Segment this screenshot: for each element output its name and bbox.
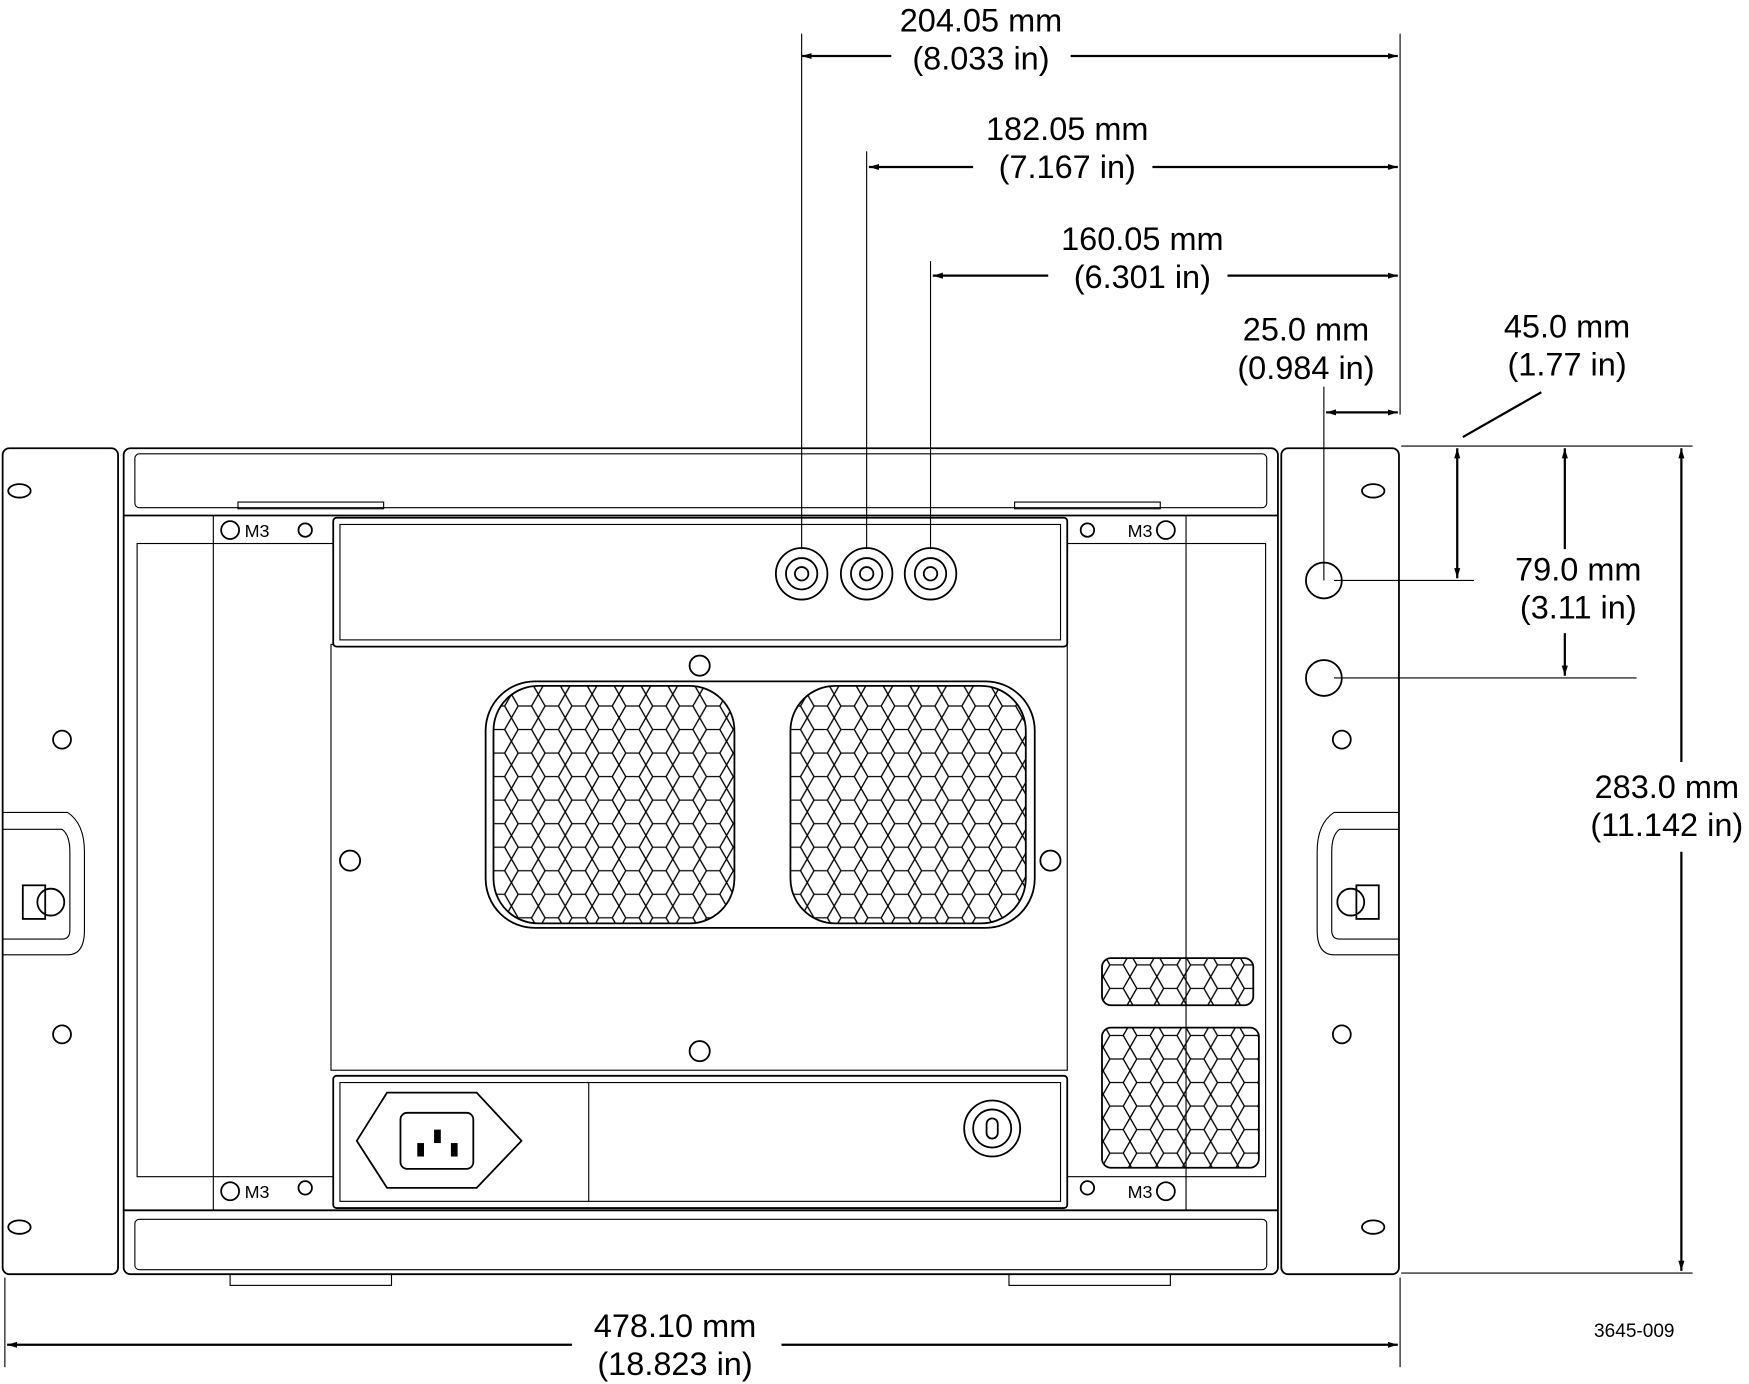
left-rack-ear — [1, 447, 119, 1276]
dim-283-in: (11.142 in) — [1590, 807, 1743, 843]
side-vents — [1101, 957, 1260, 1169]
dimension-lines — [4, 33, 1693, 1368]
dim-182-in: (7.167 in) — [999, 149, 1136, 185]
dim-283-mm: 283.0 mm — [1595, 769, 1739, 805]
power-module — [332, 1074, 1069, 1209]
fan-grille-frame — [484, 680, 1036, 929]
screw-label: M3 — [245, 1182, 270, 1202]
dim-79-mm: 79.0 mm — [1515, 551, 1641, 587]
dim-45-in: (1.77 in) — [1507, 346, 1626, 382]
dim-25-in: (0.984 in) — [1237, 350, 1374, 386]
screw-label: M3 — [245, 521, 270, 541]
dim-478-mm: 478.10 mm — [594, 1308, 757, 1344]
screw-label: M3 — [1128, 1182, 1153, 1202]
right-rack-ear — [1280, 447, 1400, 1276]
screw-label: M3 — [1128, 521, 1153, 541]
dim-478-in: (18.823 in) — [597, 1346, 752, 1382]
ac-inlet — [355, 1091, 523, 1189]
drawing-id: 3645-009 — [1594, 1321, 1675, 1342]
screws: M3 M3 M3 M3 — [220, 520, 1176, 1202]
dim-204-in: (8.033 in) — [912, 40, 1049, 76]
fan-grille-left — [492, 684, 736, 925]
dim-160-in: (6.301 in) — [1074, 259, 1211, 295]
input-module — [332, 516, 1069, 648]
dim-79-in: (3.11 in) — [1520, 590, 1637, 626]
dim-25-mm: 25.0 mm — [1243, 312, 1369, 348]
power-switch — [963, 1099, 1022, 1158]
dim-182-mm: 182.05 mm — [986, 111, 1149, 147]
dim-204-mm: 204.05 mm — [900, 2, 1063, 38]
dim-160-mm: 160.05 mm — [1061, 221, 1224, 257]
dimension-labels: 204.05 mm (8.033 in) 182.05 mm (7.167 in… — [594, 2, 1743, 1382]
dim-45-mm: 45.0 mm — [1504, 308, 1630, 344]
bnc-connector — [774, 547, 829, 601]
fan-grille-right — [789, 684, 1027, 925]
